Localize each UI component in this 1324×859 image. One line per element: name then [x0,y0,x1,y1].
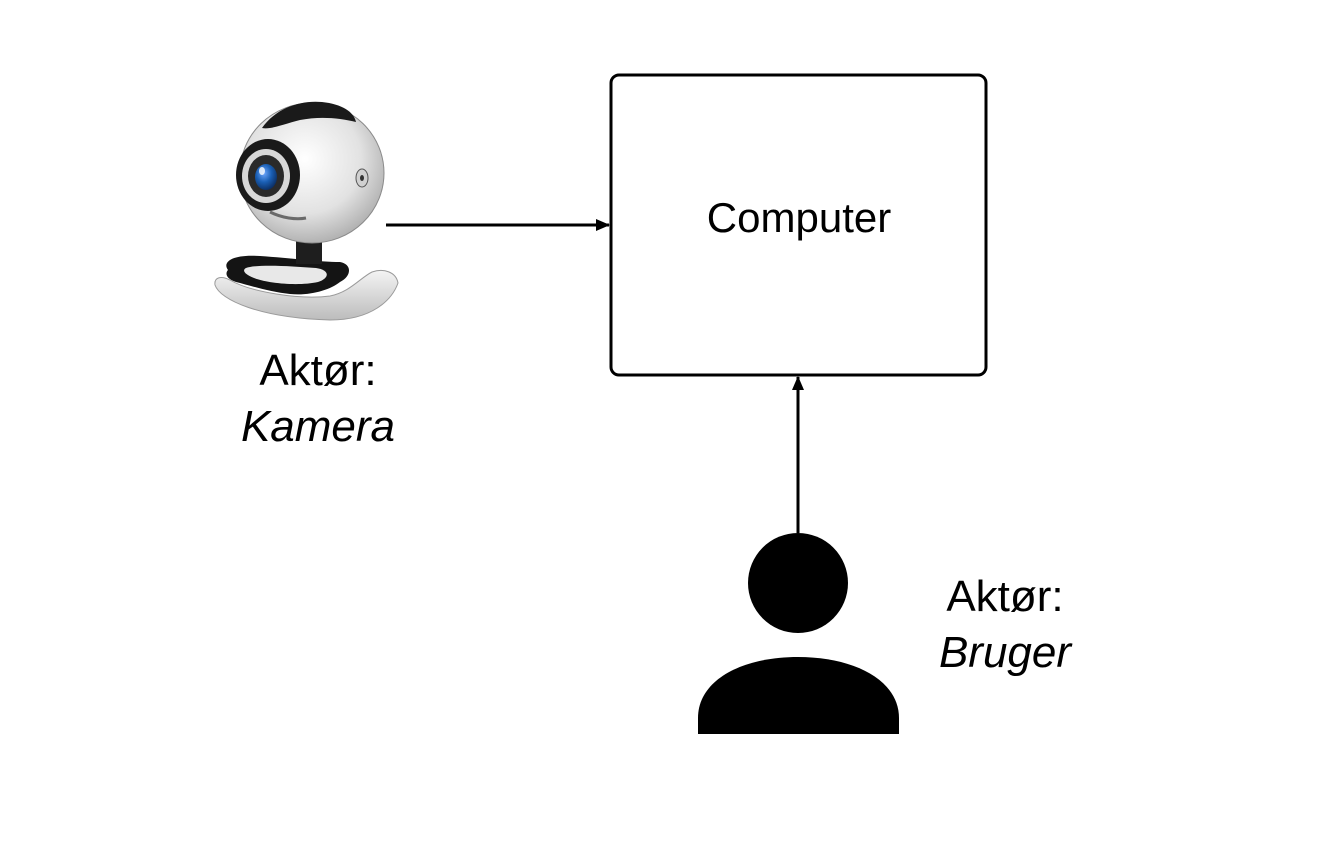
actor-label-kamera: Aktør: Kamera [218,343,418,455]
actor-name: Bruger [938,628,1072,677]
computer-label: Computer [706,194,892,241]
computer-box [609,73,988,377]
user-icon [698,533,899,734]
actor-role: Aktør: [259,346,377,395]
actor-role: Aktør: [946,572,1064,621]
actor-name: Kamera [240,402,396,451]
actor-label-bruger: Aktør: Bruger [905,569,1105,681]
webcam-icon [214,101,399,321]
